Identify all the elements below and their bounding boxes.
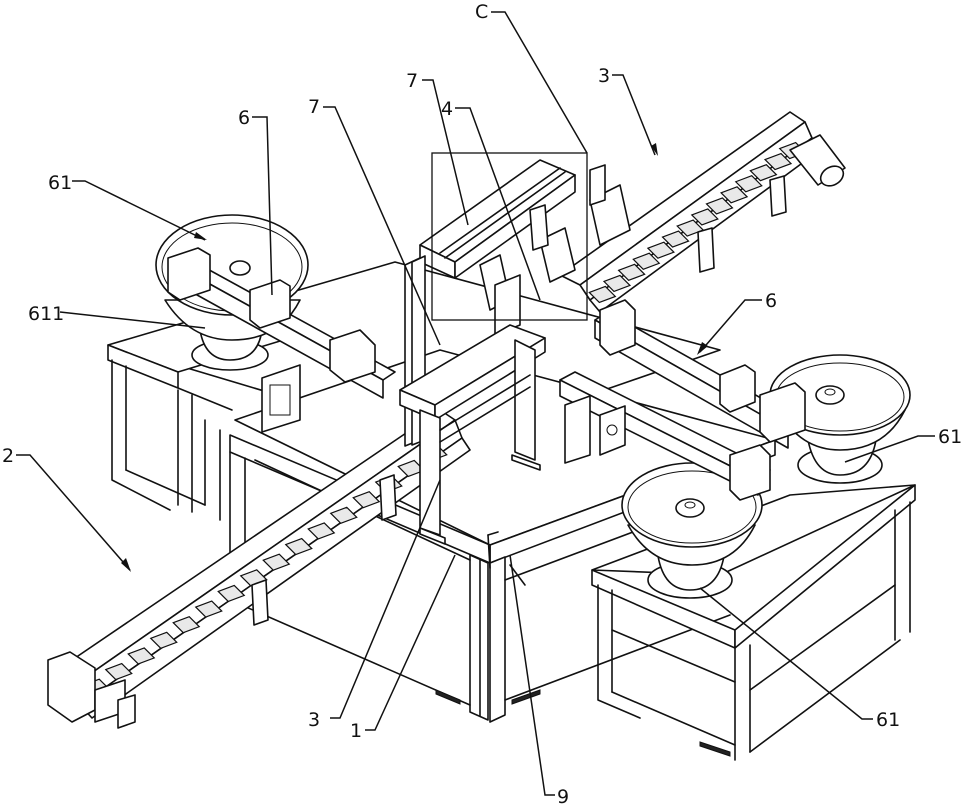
stand bbox=[251, 579, 269, 626]
conveyor-slat bbox=[602, 274, 632, 293]
label-6-left: 6 bbox=[238, 107, 250, 129]
bowl-front bbox=[621, 462, 763, 599]
label-4: 4 bbox=[441, 98, 453, 120]
label-9: 9 bbox=[557, 786, 569, 808]
conveyor-slat bbox=[646, 241, 675, 259]
gantry-rear bbox=[404, 159, 576, 447]
conveyor-slat bbox=[284, 537, 313, 556]
gantry-front bbox=[399, 324, 546, 545]
conveyor-right bbox=[559, 111, 846, 313]
conveyor-slat bbox=[632, 252, 661, 270]
feeder-right bbox=[559, 299, 806, 501]
conveyor-slat bbox=[661, 230, 690, 248]
label-61-left: 61 bbox=[48, 172, 72, 194]
conveyor-slat bbox=[149, 631, 178, 650]
conveyor-slat bbox=[262, 553, 291, 571]
conveyor-slat bbox=[734, 175, 763, 193]
conveyor-slat bbox=[588, 285, 617, 304]
label-c: C bbox=[475, 1, 488, 23]
conveyor-slat bbox=[720, 186, 749, 204]
front-right-table bbox=[591, 484, 916, 761]
conveyor-slat bbox=[749, 163, 778, 182]
label-3-bottom: 3 bbox=[308, 709, 320, 731]
conveyor-slat bbox=[307, 522, 336, 540]
conveyor-slat bbox=[127, 647, 156, 665]
bowl-right bbox=[769, 354, 911, 484]
label-61-right: 61 bbox=[938, 426, 962, 448]
conveyor-slat bbox=[217, 584, 246, 603]
conveyor-slat bbox=[617, 263, 646, 282]
label-611: 611 bbox=[28, 303, 64, 325]
conveyor-slat bbox=[690, 208, 719, 226]
label-7-mid: 7 bbox=[308, 96, 320, 118]
detail-box-c bbox=[431, 152, 588, 321]
conveyor-slat bbox=[104, 662, 133, 681]
label-3-top: 3 bbox=[598, 65, 610, 87]
conveyor-slat bbox=[194, 600, 223, 618]
conveyor-slat bbox=[352, 490, 381, 509]
conveyor-slat bbox=[172, 615, 201, 634]
label-7-top: 7 bbox=[406, 70, 418, 92]
conveyor-left bbox=[47, 409, 471, 729]
leader-lines bbox=[16, 11, 935, 796]
stand bbox=[379, 474, 397, 521]
label-61-bottom: 61 bbox=[876, 709, 900, 731]
conveyor-slat bbox=[329, 506, 358, 525]
label-1: 1 bbox=[350, 720, 362, 742]
label-2: 2 bbox=[2, 445, 14, 467]
conveyor-slat bbox=[705, 197, 734, 215]
label-6-right: 6 bbox=[765, 290, 777, 312]
conveyor-slat bbox=[763, 152, 793, 171]
feeder-left bbox=[167, 247, 396, 433]
